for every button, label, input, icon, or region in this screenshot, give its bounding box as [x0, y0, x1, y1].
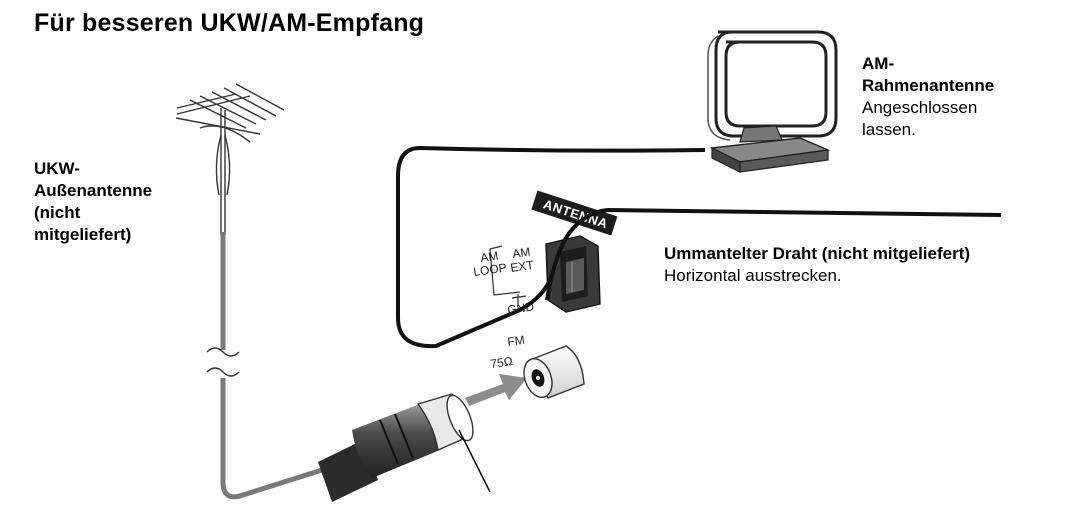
fm-outdoor-antenna-icon: [175, 83, 285, 235]
fm-line-1: UKW-: [34, 159, 80, 178]
fm-line-4: mitgeliefert): [34, 225, 132, 244]
insert-arrow-icon: [465, 374, 527, 406]
am-heading-line-2: Rahmenantenne: [862, 76, 995, 95]
fm-cable: [206, 232, 323, 500]
panel-fm: FM: [506, 333, 525, 349]
wire-note: Horizontal ausstrecken.: [664, 266, 842, 285]
fm-line-2: Außenantenne: [34, 181, 153, 200]
fm-socket-icon: [523, 345, 585, 399]
am-loop-cable: [396, 145, 706, 349]
panel-am-loop-1: AM: [479, 249, 499, 265]
plug-callout-line: [458, 429, 491, 493]
am-loop-antenna-icon: [707, 30, 838, 173]
panel-am-ext-2: EXT: [509, 258, 535, 275]
fm-outdoor-label: UKW- Außenantenne (nicht mitgeliefert): [34, 158, 152, 246]
sheathed-wire-label: Ummantelter Draht (nicht mitgeliefert) H…: [664, 243, 970, 287]
fm-line-3: (nicht: [34, 203, 81, 222]
panel-am-loop-2: LOOP: [472, 260, 507, 279]
am-note-line-2: lassen.: [862, 120, 916, 139]
am-loop-label: AM- Rahmenantenne Angeschlossen lassen.: [862, 53, 994, 141]
panel-fm-ohm: 75Ω: [489, 354, 513, 371]
wire-heading: Ummantelter Draht (nicht mitgeliefert): [664, 244, 971, 263]
page-title: Für besseren UKW/AM-Empfang: [34, 9, 425, 37]
am-note-line-1: Angeschlossen: [862, 98, 978, 117]
sheathed-wire: [545, 207, 1002, 301]
panel-am-ext-1: AM: [511, 245, 531, 261]
am-heading-line-1: AM-: [862, 54, 895, 73]
fm-plug-icon: [318, 393, 474, 502]
